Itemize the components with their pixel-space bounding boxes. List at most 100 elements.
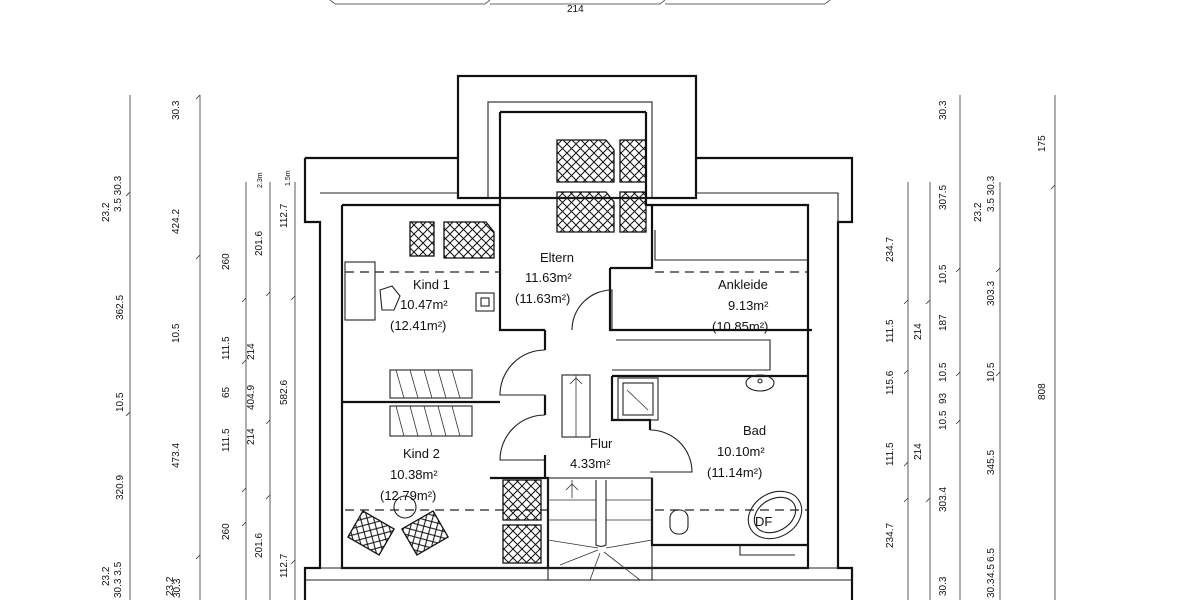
room-flur: Flur 4.33m² bbox=[570, 436, 613, 471]
dim-left-inner-14: 2.3m bbox=[257, 172, 264, 188]
dim-right-outer-2: 307.5 bbox=[938, 185, 949, 210]
room-area: 9.13m² bbox=[728, 298, 769, 313]
dim-left-inner-12: 112.7 bbox=[279, 203, 290, 228]
sink bbox=[745, 374, 775, 392]
dim-right-outer-10: 93 bbox=[938, 392, 949, 404]
dim-right-inner-4: 115.6 bbox=[885, 370, 896, 395]
dim-right-inner-5: 111.5 bbox=[885, 442, 896, 466]
dim-right-outer-6: 303.3 bbox=[986, 281, 997, 306]
bathroom-fixtures: DF bbox=[617, 374, 803, 540]
room-area: 10.10m² bbox=[717, 444, 765, 459]
dim-right-inner-1: 234.7 bbox=[885, 237, 896, 262]
dim-right-outer-11: 10.5 bbox=[938, 410, 949, 430]
armchair-1 bbox=[347, 510, 395, 556]
skylight-2 bbox=[619, 139, 647, 183]
room-area-gross: (12.79m²) bbox=[380, 488, 436, 503]
dim-left-outer-11: 30.3 3.5 bbox=[113, 561, 124, 598]
room-area: 11.63m² bbox=[525, 270, 572, 285]
dim-right-outer-18: 175 bbox=[1037, 135, 1048, 152]
dim-right-outer-19: 808 bbox=[1037, 383, 1048, 400]
skylight-5 bbox=[409, 221, 435, 257]
room-area-gross: (11.63m²) bbox=[515, 291, 570, 306]
dim-right-outer-15: 30.3 bbox=[986, 578, 997, 598]
toilet bbox=[669, 509, 689, 535]
dim-left-inner-9: 214 bbox=[246, 428, 257, 445]
dim-left-outer-7: 10.5 bbox=[115, 392, 126, 412]
dim-right-outer-9: 10.5 bbox=[986, 362, 997, 382]
dim-right-inner-6: 214 bbox=[913, 443, 924, 460]
room-area-gross: (10.85m²) bbox=[712, 319, 768, 334]
dim-left-outer-9: 320.9 bbox=[115, 475, 126, 500]
room-area: 4.33m² bbox=[570, 456, 611, 471]
room-name: Flur bbox=[590, 436, 613, 451]
room-area: 10.38m² bbox=[390, 467, 438, 482]
dim-right-outer-14: 30.3 bbox=[938, 576, 949, 596]
room-eltern: Eltern 11.63m² (11.63m²) bbox=[515, 250, 574, 306]
dim-left-outer-13: 23.2 bbox=[165, 576, 176, 596]
shower bbox=[617, 377, 659, 421]
dim-right-outer-3: 23.2 bbox=[973, 202, 984, 222]
dim-left-outer-5: 362.5 bbox=[115, 295, 126, 320]
room-kind2: Kind 2 10.38m² (12.79m²) bbox=[380, 446, 440, 503]
dim-right-outer-1: 30.3 bbox=[938, 100, 949, 120]
skylight-1 bbox=[556, 139, 615, 183]
dim-left-outer-6: 10.5 bbox=[171, 323, 182, 343]
dim-right-outer-8: 10.5 bbox=[938, 362, 949, 382]
dim-right-outer-12: 303.4 bbox=[938, 487, 949, 512]
dim-left-inner-11: 201.6 bbox=[254, 533, 265, 558]
dim-left-inner-10: 260 bbox=[221, 523, 232, 540]
room-area: 10.47m² bbox=[400, 297, 448, 312]
room-area-gross: (12.41m²) bbox=[390, 318, 446, 333]
dim-right-outer-4: 3.5 30.3 bbox=[986, 175, 997, 212]
door-swings bbox=[499, 289, 693, 473]
dim-left-outer-3: 3.5 30.3 bbox=[113, 175, 124, 212]
room-name: Eltern bbox=[540, 250, 574, 265]
dim-right-inner-7: 234.7 bbox=[885, 523, 896, 548]
room-bad: Bad 10.10m² (11.14m²) bbox=[707, 423, 766, 480]
armchair-2 bbox=[401, 510, 449, 556]
room-name: Kind 1 bbox=[413, 277, 450, 292]
dim-left-inner-7: 582.6 bbox=[279, 380, 290, 405]
skylight-6 bbox=[443, 221, 495, 259]
room-kind1: Kind 1 10.47m² (12.41m²) bbox=[390, 277, 450, 333]
dim-left-outer-2: 23.2 bbox=[101, 202, 112, 222]
skylight-3 bbox=[556, 191, 615, 233]
dim-right-outer-13: 345.5 bbox=[986, 450, 997, 475]
dim-left-inner-4: 214 bbox=[246, 343, 257, 360]
dim-right-outer-5: 10.5 bbox=[938, 264, 949, 284]
skylight-8 bbox=[502, 524, 542, 564]
skylight-4 bbox=[619, 191, 647, 233]
top-dimension: 214 bbox=[567, 4, 584, 15]
bathtub bbox=[747, 490, 803, 540]
window-label: DF bbox=[755, 514, 772, 529]
interior-walls bbox=[342, 205, 812, 568]
skylight-group bbox=[409, 139, 647, 564]
dim-left-outer-10: 23.2 bbox=[101, 566, 112, 586]
skylight-7 bbox=[502, 479, 542, 521]
dim-left-inner-2: 201.6 bbox=[254, 231, 265, 256]
room-name: Bad bbox=[743, 423, 766, 438]
dim-left-inner-3: 111.5 bbox=[221, 336, 232, 360]
dim-right-inner-3: 214 bbox=[913, 323, 924, 340]
dim-left-outer-12: 30.3 bbox=[172, 578, 183, 598]
dim-right-outer-17: 6.5 bbox=[986, 548, 997, 562]
dim-right-outer-16: 4.5 bbox=[986, 564, 997, 578]
dim-left-inner-13: 112.7 bbox=[279, 553, 290, 578]
staircase bbox=[547, 477, 653, 581]
dim-right-inner-2: 111.5 bbox=[885, 319, 896, 343]
room-ankleide: Ankleide 9.13m² (10.85m²) bbox=[712, 277, 769, 334]
dim-left-outer-1: 30.3 bbox=[171, 100, 182, 120]
furniture bbox=[347, 285, 449, 556]
dim-right-outer-7: 187 bbox=[938, 314, 949, 331]
right-dimension-chains: 234.7 111.5 214 115.6 111.5 214 234.7 30… bbox=[885, 95, 1056, 600]
wardrobes bbox=[344, 261, 495, 437]
building-outline bbox=[303, 112, 854, 600]
dim-left-outer-4: 424.2 bbox=[171, 209, 182, 234]
dim-left-inner-15: 1.5m bbox=[285, 170, 292, 186]
attic-hatch bbox=[561, 374, 591, 438]
room-area-gross: (11.14m²) bbox=[707, 465, 762, 480]
dim-left-inner-1: 260 bbox=[221, 253, 232, 270]
room-name: Ankleide bbox=[718, 277, 768, 292]
dim-left-inner-6: 404.9 bbox=[246, 385, 257, 410]
